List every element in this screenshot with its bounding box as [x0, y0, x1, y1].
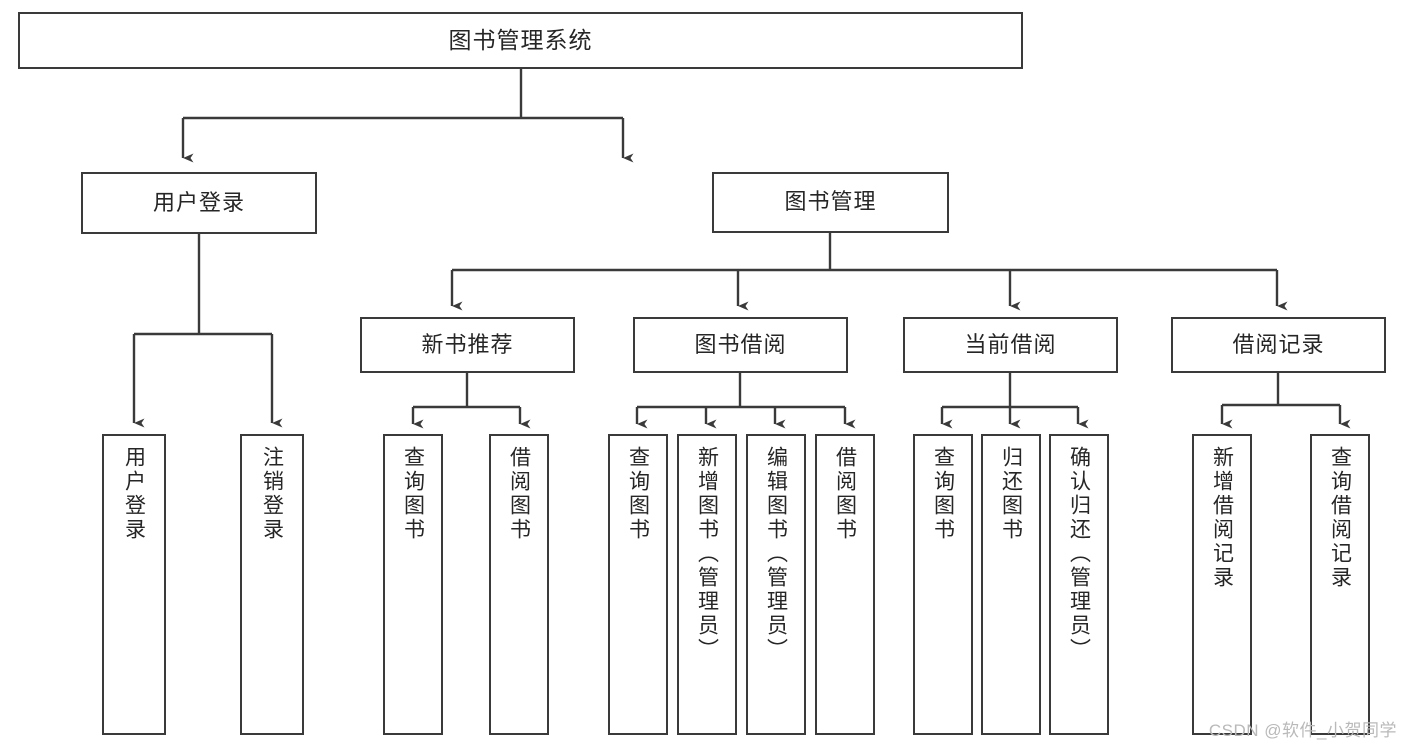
leaf-label: 查询借阅记录: [1328, 446, 1352, 590]
leaf-label: 归还图书: [999, 446, 1023, 542]
node-book-management[interactable]: 图书管理: [712, 172, 949, 233]
leaf-label: 查询图书: [401, 446, 425, 542]
leaf-label: 注销登录: [260, 446, 284, 542]
leaf-label: 新增借阅记录: [1210, 446, 1234, 590]
leaf-label: 新增图书（管理员）: [695, 446, 719, 662]
leaf-user-login[interactable]: 用户登录: [102, 434, 166, 735]
leaf-confirm-return[interactable]: 确认归还（管理员）: [1049, 434, 1109, 735]
leaf-query-book-2[interactable]: 查询图书: [608, 434, 668, 735]
node-book-borrow[interactable]: 图书借阅: [633, 317, 848, 373]
leaf-label: 借阅图书: [833, 446, 857, 542]
node-new-book-recommend[interactable]: 新书推荐: [360, 317, 575, 373]
node-current-borrow[interactable]: 当前借阅: [903, 317, 1118, 373]
leaf-logout[interactable]: 注销登录: [240, 434, 304, 735]
leaf-query-book-1[interactable]: 查询图书: [383, 434, 443, 735]
leaf-add-record[interactable]: 新增借阅记录: [1192, 434, 1252, 735]
leaf-borrow-book-1[interactable]: 借阅图书: [489, 434, 549, 735]
leaf-query-record[interactable]: 查询借阅记录: [1310, 434, 1370, 735]
leaf-label: 查询图书: [931, 446, 955, 542]
leaf-return-book[interactable]: 归还图书: [981, 434, 1041, 735]
leaf-label: 确认归还（管理员）: [1067, 446, 1091, 662]
leaf-label: 编辑图书（管理员）: [764, 446, 788, 662]
node-user-login[interactable]: 用户登录: [81, 172, 317, 234]
leaf-borrow-book-2[interactable]: 借阅图书: [815, 434, 875, 735]
watermark: CSDN @软件_小贺同学: [1208, 721, 1397, 740]
node-borrow-record[interactable]: 借阅记录: [1171, 317, 1386, 373]
leaf-label: 借阅图书: [507, 446, 531, 542]
leaf-edit-book[interactable]: 编辑图书（管理员）: [746, 434, 806, 735]
leaf-add-book[interactable]: 新增图书（管理员）: [677, 434, 737, 735]
leaf-query-book-3[interactable]: 查询图书: [913, 434, 973, 735]
leaf-label: 查询图书: [626, 446, 650, 542]
node-root[interactable]: 图书管理系统: [18, 12, 1023, 69]
leaf-label: 用户登录: [122, 446, 146, 542]
